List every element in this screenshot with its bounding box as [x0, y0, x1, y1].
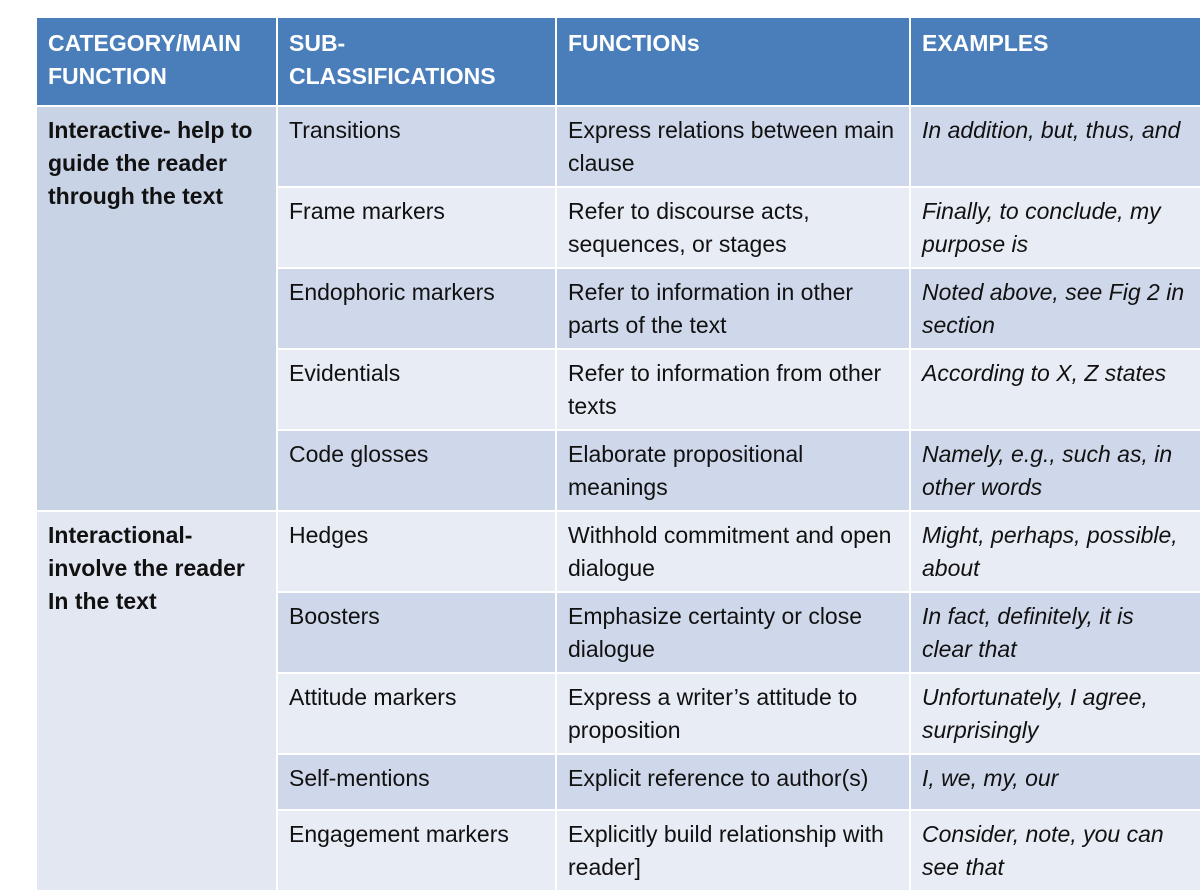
sub-classification-cell: Endophoric markers — [276, 267, 557, 350]
function-cell: Explicit reference to author(s) — [555, 753, 911, 811]
table-row: Evidentials Refer to information from ot… — [36, 348, 1200, 431]
examples-cell: I, we, my, our — [909, 753, 1200, 811]
examples-cell: According to X, Z states — [909, 348, 1200, 431]
table-row: Interactional- involve the reader In the… — [35, 510, 1200, 892]
sub-classification-cell: Code glosses — [276, 429, 557, 512]
function-cell: Emphasize certainty or close dialogue — [555, 591, 911, 674]
sub-classification-cell: Frame markers — [276, 186, 557, 269]
category-cell: Interactive- help to guide the reader th… — [35, 105, 278, 512]
table-row: Frame markers Refer to discourse acts, s… — [36, 186, 1200, 269]
table-row: Self-mentions Explicit reference to auth… — [36, 753, 1200, 811]
examples-cell: Finally, to conclude, my purpose is — [909, 186, 1200, 269]
examples-cell: Consider, note, you can see that — [909, 809, 1200, 892]
examples-cell: In fact, definitely, it is clear that — [909, 591, 1200, 674]
sub-classification-cell: Boosters — [276, 591, 557, 674]
sub-classification-cell: Self-mentions — [276, 753, 557, 811]
examples-cell: In addition, but, thus, and — [909, 105, 1200, 188]
sub-classification-cell: Engagement markers — [276, 809, 557, 892]
metadiscourse-table: CATEGORY/MAIN FUNCTION SUB-CLASSIFICATIO… — [35, 16, 1200, 892]
function-cell: Refer to information from other texts — [555, 348, 911, 431]
header-row: CATEGORY/MAIN FUNCTION SUB-CLASSIFICATIO… — [35, 16, 1200, 107]
sub-classification-cell: Attitude markers — [276, 672, 557, 755]
category-cell: Interactional- involve the reader In the… — [35, 510, 278, 892]
function-cell: Refer to information in other parts of t… — [555, 267, 911, 350]
examples-cell: Might, perhaps, possible, about — [909, 510, 1200, 593]
table-row: Interactive- help to guide the reader th… — [35, 105, 1200, 512]
table-row: Code glosses Elaborate propositional mea… — [36, 429, 1200, 512]
function-cell: Express a writer’s attitude to propositi… — [555, 672, 911, 755]
sub-classification-cell: Hedges — [276, 510, 557, 593]
function-cell: Express relations between main clause — [555, 105, 911, 188]
table-row: Boosters Emphasize certainty or close di… — [36, 591, 1200, 674]
header-functions: FUNCTIONs — [555, 16, 911, 107]
function-cell: Withhold commitment and open dialogue — [555, 510, 911, 593]
header-sub-classifications: SUB-CLASSIFICATIONS — [276, 16, 557, 107]
header-examples: EXAMPLES — [909, 16, 1200, 107]
function-cell: Explicitly build relationship with reade… — [555, 809, 911, 892]
table-row: Attitude markers Express a writer’s atti… — [36, 672, 1200, 755]
sub-classification-cell: Transitions — [276, 105, 557, 188]
examples-cell: Unfortunately, I agree, surprisingly — [909, 672, 1200, 755]
sub-classification-cell: Evidentials — [276, 348, 557, 431]
header-category: CATEGORY/MAIN FUNCTION — [35, 16, 278, 107]
examples-cell: Namely, e.g., such as, in other words — [909, 429, 1200, 512]
function-cell: Refer to discourse acts, sequences, or s… — [555, 186, 911, 269]
function-cell: Elaborate propositional meanings — [555, 429, 911, 512]
table-row: Endophoric markers Refer to information … — [36, 267, 1200, 350]
examples-cell: Noted above, see Fig 2 in section — [909, 267, 1200, 350]
